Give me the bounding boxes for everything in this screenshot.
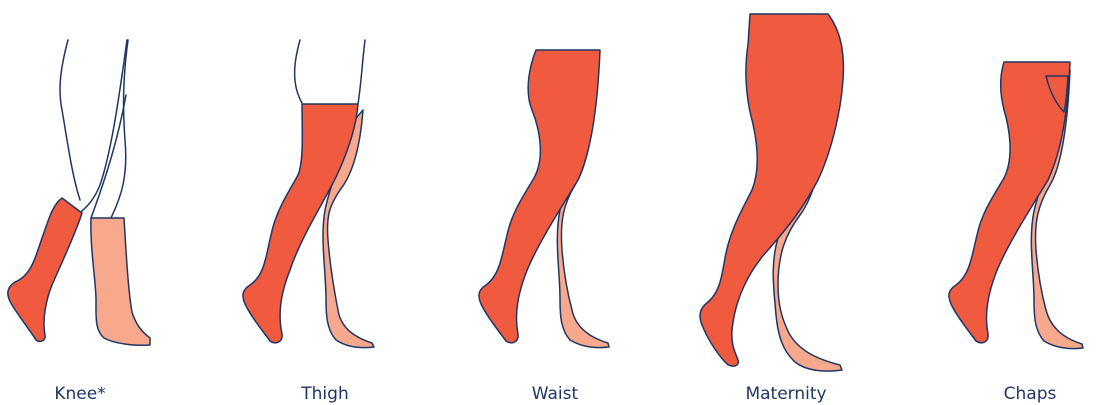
maternity-front-leg-stocking [700,14,843,366]
figure-waist [479,50,609,348]
knee-front-leg-stocking [8,198,82,341]
chaps-front-leg-stocking [949,62,1070,343]
label-thigh: Thigh [265,384,385,404]
figure-maternity [700,14,843,371]
label-waist: Waist [495,384,615,404]
thigh-front-leg-stocking [243,104,358,343]
knee-front-leg-upper [60,40,80,200]
figure-knee [8,40,150,345]
label-knee: Knee* [20,384,140,404]
waist-front-leg-stocking [479,50,600,343]
label-chaps: Chaps [970,384,1090,404]
thigh-upper-outline-2 [358,40,365,104]
thigh-upper-outline [295,40,302,103]
label-maternity: Maternity [726,384,846,404]
figure-chaps [949,62,1083,349]
knee-back-leg-stocking [91,218,150,345]
figure-thigh [243,40,374,348]
